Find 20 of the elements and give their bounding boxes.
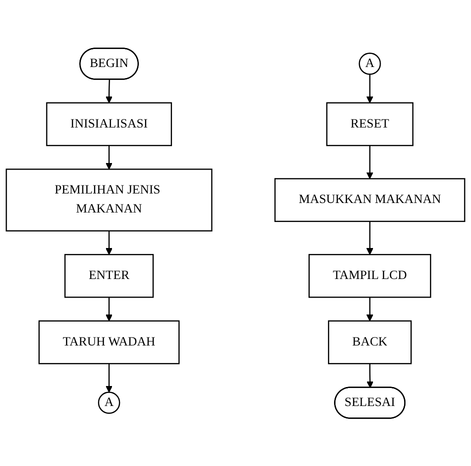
node-box: INISIALISASI	[46, 102, 172, 146]
arrow	[366, 145, 374, 179]
arrow	[106, 297, 113, 322]
node-box: PEMILIHAN JENIS MAKANAN	[6, 168, 212, 232]
node-circle: A	[98, 391, 120, 414]
arrow	[106, 145, 113, 170]
node-circle: A	[358, 52, 381, 75]
arrow	[366, 363, 374, 388]
node-box: TARUH WADAH	[38, 320, 180, 364]
arrow	[366, 221, 374, 255]
arrow	[366, 74, 374, 103]
node-box: RESET	[326, 102, 414, 146]
arrow	[106, 363, 113, 392]
node-box: MASUKKAN MAKANAN	[274, 178, 466, 222]
node-box: ENTER	[64, 254, 154, 298]
arrow	[106, 230, 113, 255]
arrow	[106, 79, 113, 103]
node-box: TAMPIL LCD	[308, 254, 432, 298]
arrow	[366, 297, 374, 322]
node-box: BACK	[328, 320, 412, 364]
